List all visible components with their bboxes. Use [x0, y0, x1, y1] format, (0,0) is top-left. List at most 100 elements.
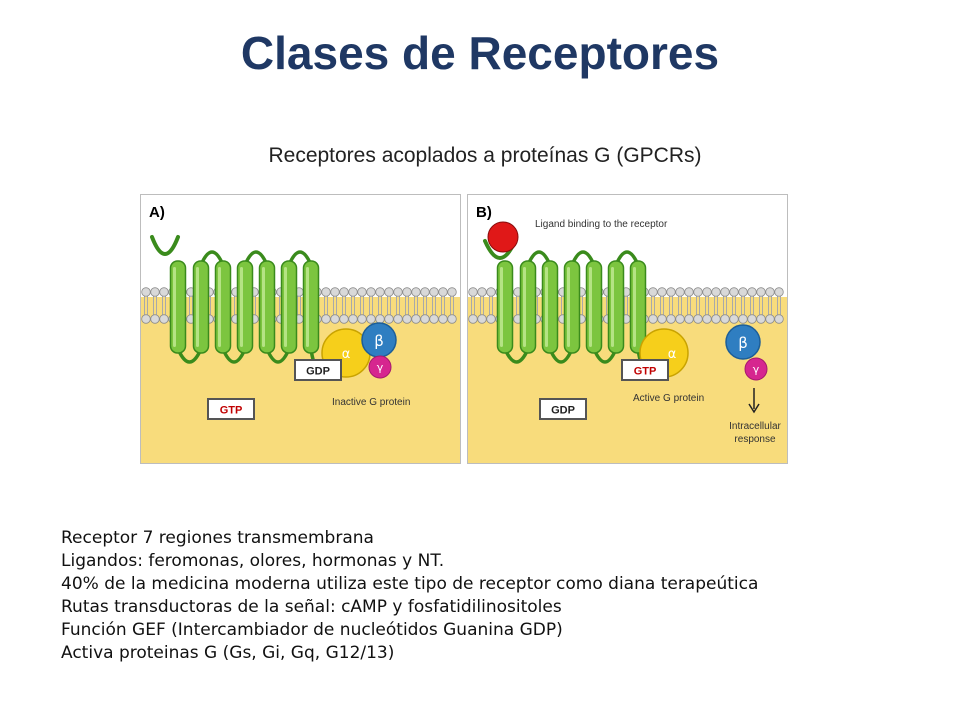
panel-b-active: B) Ligand binding to the receptor α GTP …	[467, 194, 788, 464]
lipid-head	[321, 287, 331, 297]
lipid-head	[702, 314, 712, 324]
lipid-head	[159, 314, 169, 324]
lipid-head	[357, 314, 367, 324]
lipid-head	[375, 314, 385, 324]
lipid-head	[774, 287, 784, 297]
lipid-head	[738, 314, 748, 324]
lipid-head	[150, 314, 160, 324]
gtp-free-label: GTP	[220, 405, 243, 417]
lipid-head	[420, 287, 430, 297]
helix	[169, 260, 187, 354]
down-arrow-icon	[748, 388, 760, 414]
lipid-head	[141, 287, 151, 297]
lipid-head	[693, 314, 703, 324]
ligand	[487, 221, 519, 253]
lipid-head	[648, 287, 658, 297]
lipid-head	[738, 287, 748, 297]
lipid-head	[366, 287, 376, 297]
beta-symbol: β	[738, 334, 748, 352]
panel-b-illustration: B) Ligand binding to the receptor α GTP …	[468, 204, 787, 463]
lipid-head	[384, 287, 394, 297]
lipid-head	[711, 287, 721, 297]
gdp-released-label: GDP	[551, 405, 575, 417]
gtp-bound-label: GTP	[634, 366, 657, 378]
helix-highlight	[306, 267, 309, 347]
lipid-head	[711, 314, 721, 324]
lipid-head	[429, 314, 439, 324]
active-g-protein-caption: Active G protein	[633, 393, 704, 404]
gpcr-receptor	[496, 250, 659, 375]
gdp-released-box	[539, 398, 587, 420]
lipid-head	[648, 314, 658, 324]
feature-list-item: 40% de la medicina moderna utiliza este …	[61, 574, 759, 594]
lipid-head	[666, 287, 676, 297]
lipid-head	[141, 314, 151, 324]
lipid-head	[393, 287, 403, 297]
lipid-head	[729, 314, 739, 324]
feature-list: Receptor 7 regiones transmembrana Ligand…	[61, 527, 758, 665]
lipid-head	[384, 314, 394, 324]
slide-title: Clases de Receptores	[240, 27, 720, 79]
alpha-symbol: α	[342, 347, 351, 362]
lipid-head	[693, 287, 703, 297]
lipid-head	[357, 287, 367, 297]
gtp-bound-box	[621, 359, 669, 381]
lipid-head	[348, 314, 358, 324]
alpha-symbol: α	[668, 347, 677, 362]
lipid-head	[375, 287, 385, 297]
lipid-head	[339, 314, 349, 324]
panel-a-label: A)	[149, 204, 165, 221]
lipid-head	[720, 314, 730, 324]
helix-highlight	[173, 267, 176, 347]
lipid-head	[411, 287, 421, 297]
receptor-loops	[503, 250, 659, 375]
lipid-head	[657, 314, 667, 324]
lipid-head	[774, 314, 784, 324]
lipid-head	[429, 287, 439, 297]
gamma-symbol: γ	[753, 363, 760, 376]
feature-list-item: Activa proteinas G (Gs, Gi, Gq, G12/13)	[61, 643, 395, 663]
beta-subunit	[725, 324, 761, 360]
response-caption-line1: Intracellular	[729, 421, 781, 432]
helix	[629, 260, 647, 354]
helix-highlight	[523, 267, 526, 347]
lipid-head	[720, 287, 730, 297]
lipid-head	[747, 287, 757, 297]
gamma-symbol: γ	[377, 361, 384, 374]
gtp-free-box	[207, 398, 255, 420]
lipid-head	[411, 314, 421, 324]
helix	[258, 260, 276, 354]
transmembrane-helices	[496, 260, 647, 354]
helix-highlight	[240, 267, 243, 347]
gdp-bound-box	[294, 359, 342, 381]
response-caption-line2: response	[734, 434, 776, 445]
helix	[280, 260, 298, 354]
lipid-head	[684, 314, 694, 324]
helix-highlight	[500, 267, 503, 347]
empty-binding-site	[150, 235, 180, 256]
helix-highlight	[284, 267, 287, 347]
feature-list-item: Rutas transductoras de la señal: cAMP y …	[61, 597, 562, 617]
lipid-head	[330, 314, 340, 324]
lipid-head	[675, 314, 685, 324]
transmembrane-helices	[169, 260, 320, 354]
lipid-head	[402, 314, 412, 324]
lipid-head	[747, 314, 757, 324]
lipid-head	[477, 314, 487, 324]
lipid-head	[447, 287, 457, 297]
lipid-head	[420, 314, 430, 324]
lipid-head	[675, 287, 685, 297]
gamma-subunit	[368, 355, 392, 379]
lipid-head	[468, 287, 478, 297]
helix-highlight	[262, 267, 265, 347]
lipid-head	[348, 287, 358, 297]
helix	[519, 260, 537, 354]
receptor-loops	[176, 250, 332, 375]
helix-highlight	[567, 267, 570, 347]
feature-list-item: Ligandos: feromonas, olores, hormonas y …	[61, 551, 445, 571]
lipid-head	[438, 314, 448, 324]
panel-a-inactive: A) α β γ GDP GTP Inactive G protein	[140, 194, 461, 464]
inactive-g-protein-caption: Inactive G protein	[332, 397, 410, 408]
lipid-head	[702, 287, 712, 297]
helix-highlight	[611, 267, 614, 347]
